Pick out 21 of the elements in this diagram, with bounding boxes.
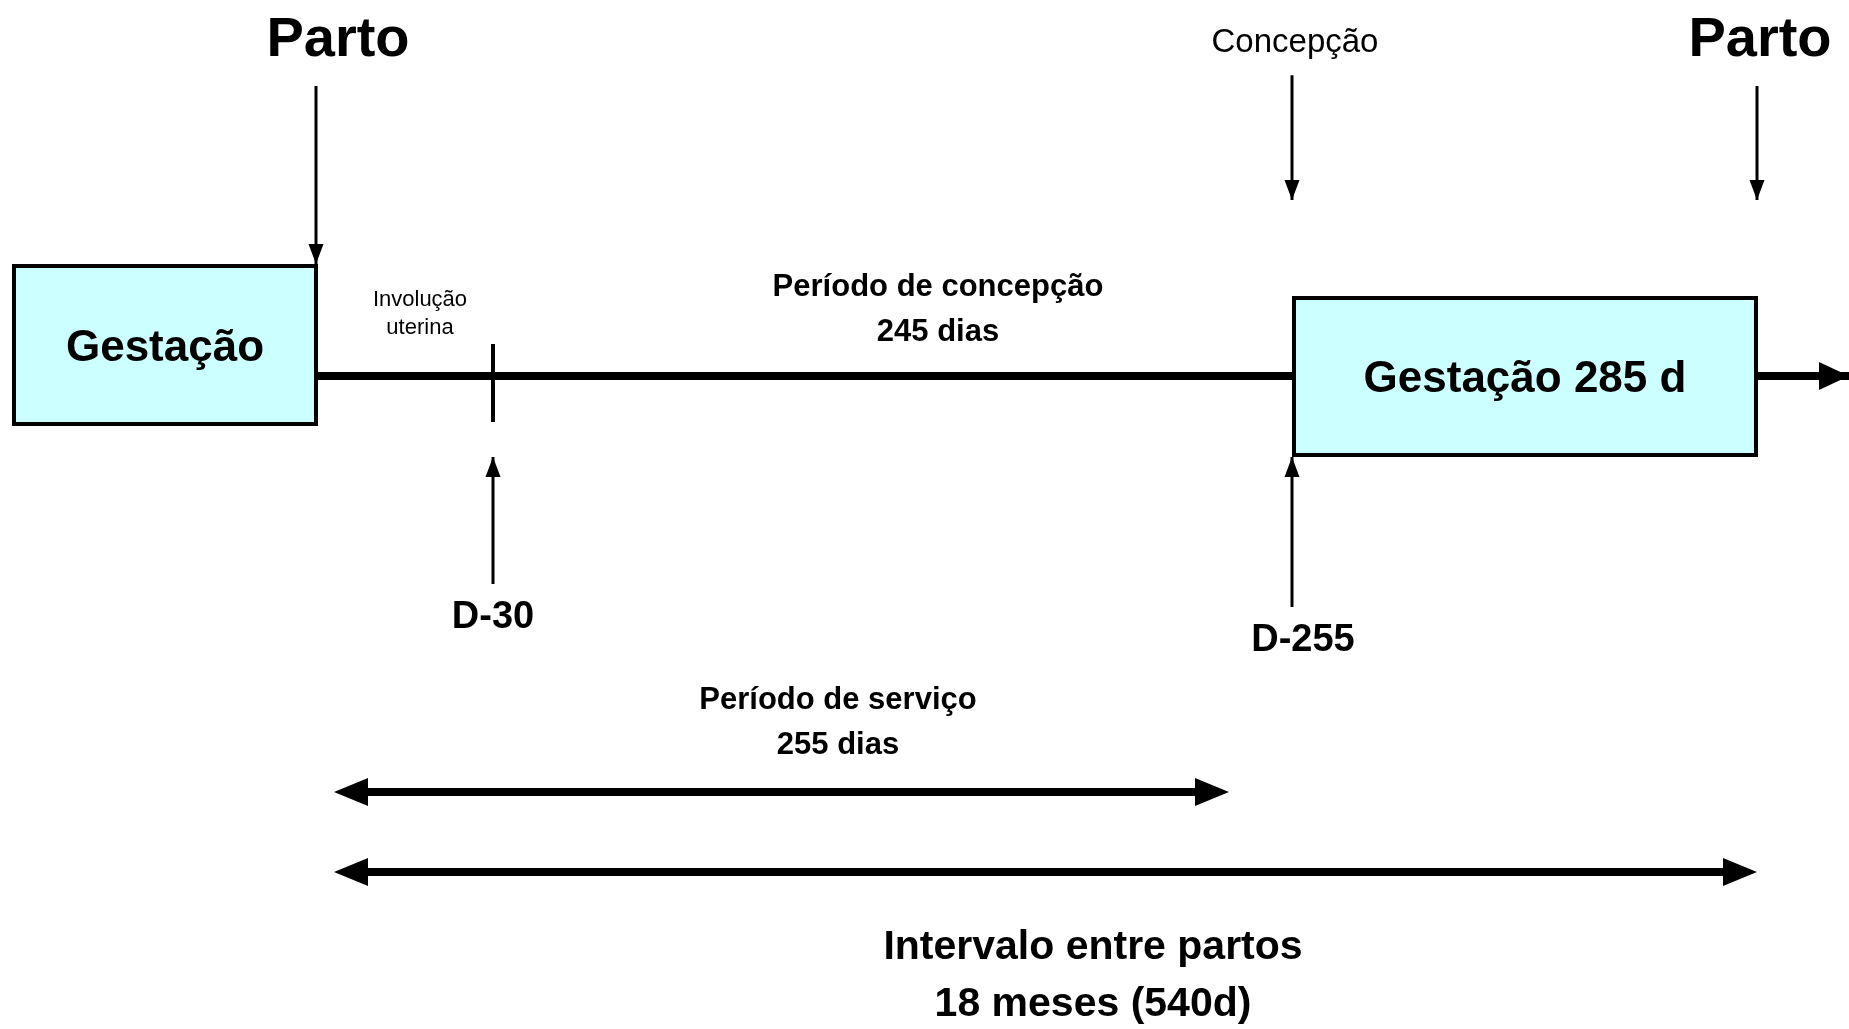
text-label: 255 dias	[776, 724, 900, 763]
text-label: Intervalo entre partos	[883, 921, 1303, 971]
day-marker-label: D-30	[451, 592, 535, 640]
phase-box: Gestação	[12, 264, 318, 426]
arrow	[308, 86, 324, 264]
text-label: Período de serviço	[699, 679, 977, 718]
text-label: Período de concepção	[772, 266, 1104, 305]
text-label: 245 dias	[876, 311, 1000, 350]
text-label: 18 meses (540d)	[934, 978, 1252, 1028]
phase-box: Gestação 285 d	[1292, 296, 1758, 457]
timeline-line	[318, 372, 1292, 380]
arrow	[1284, 75, 1300, 200]
arrow	[1749, 86, 1765, 200]
day-marker-label: D-255	[1251, 615, 1355, 663]
event-label: Parto	[1688, 2, 1832, 72]
arrow	[1284, 457, 1300, 607]
arrow	[1758, 362, 1849, 390]
event-label: Concepção	[1211, 20, 1379, 62]
event-label: Parto	[266, 2, 410, 72]
arrow	[485, 457, 501, 584]
text-label: Involução uterina	[371, 284, 469, 340]
